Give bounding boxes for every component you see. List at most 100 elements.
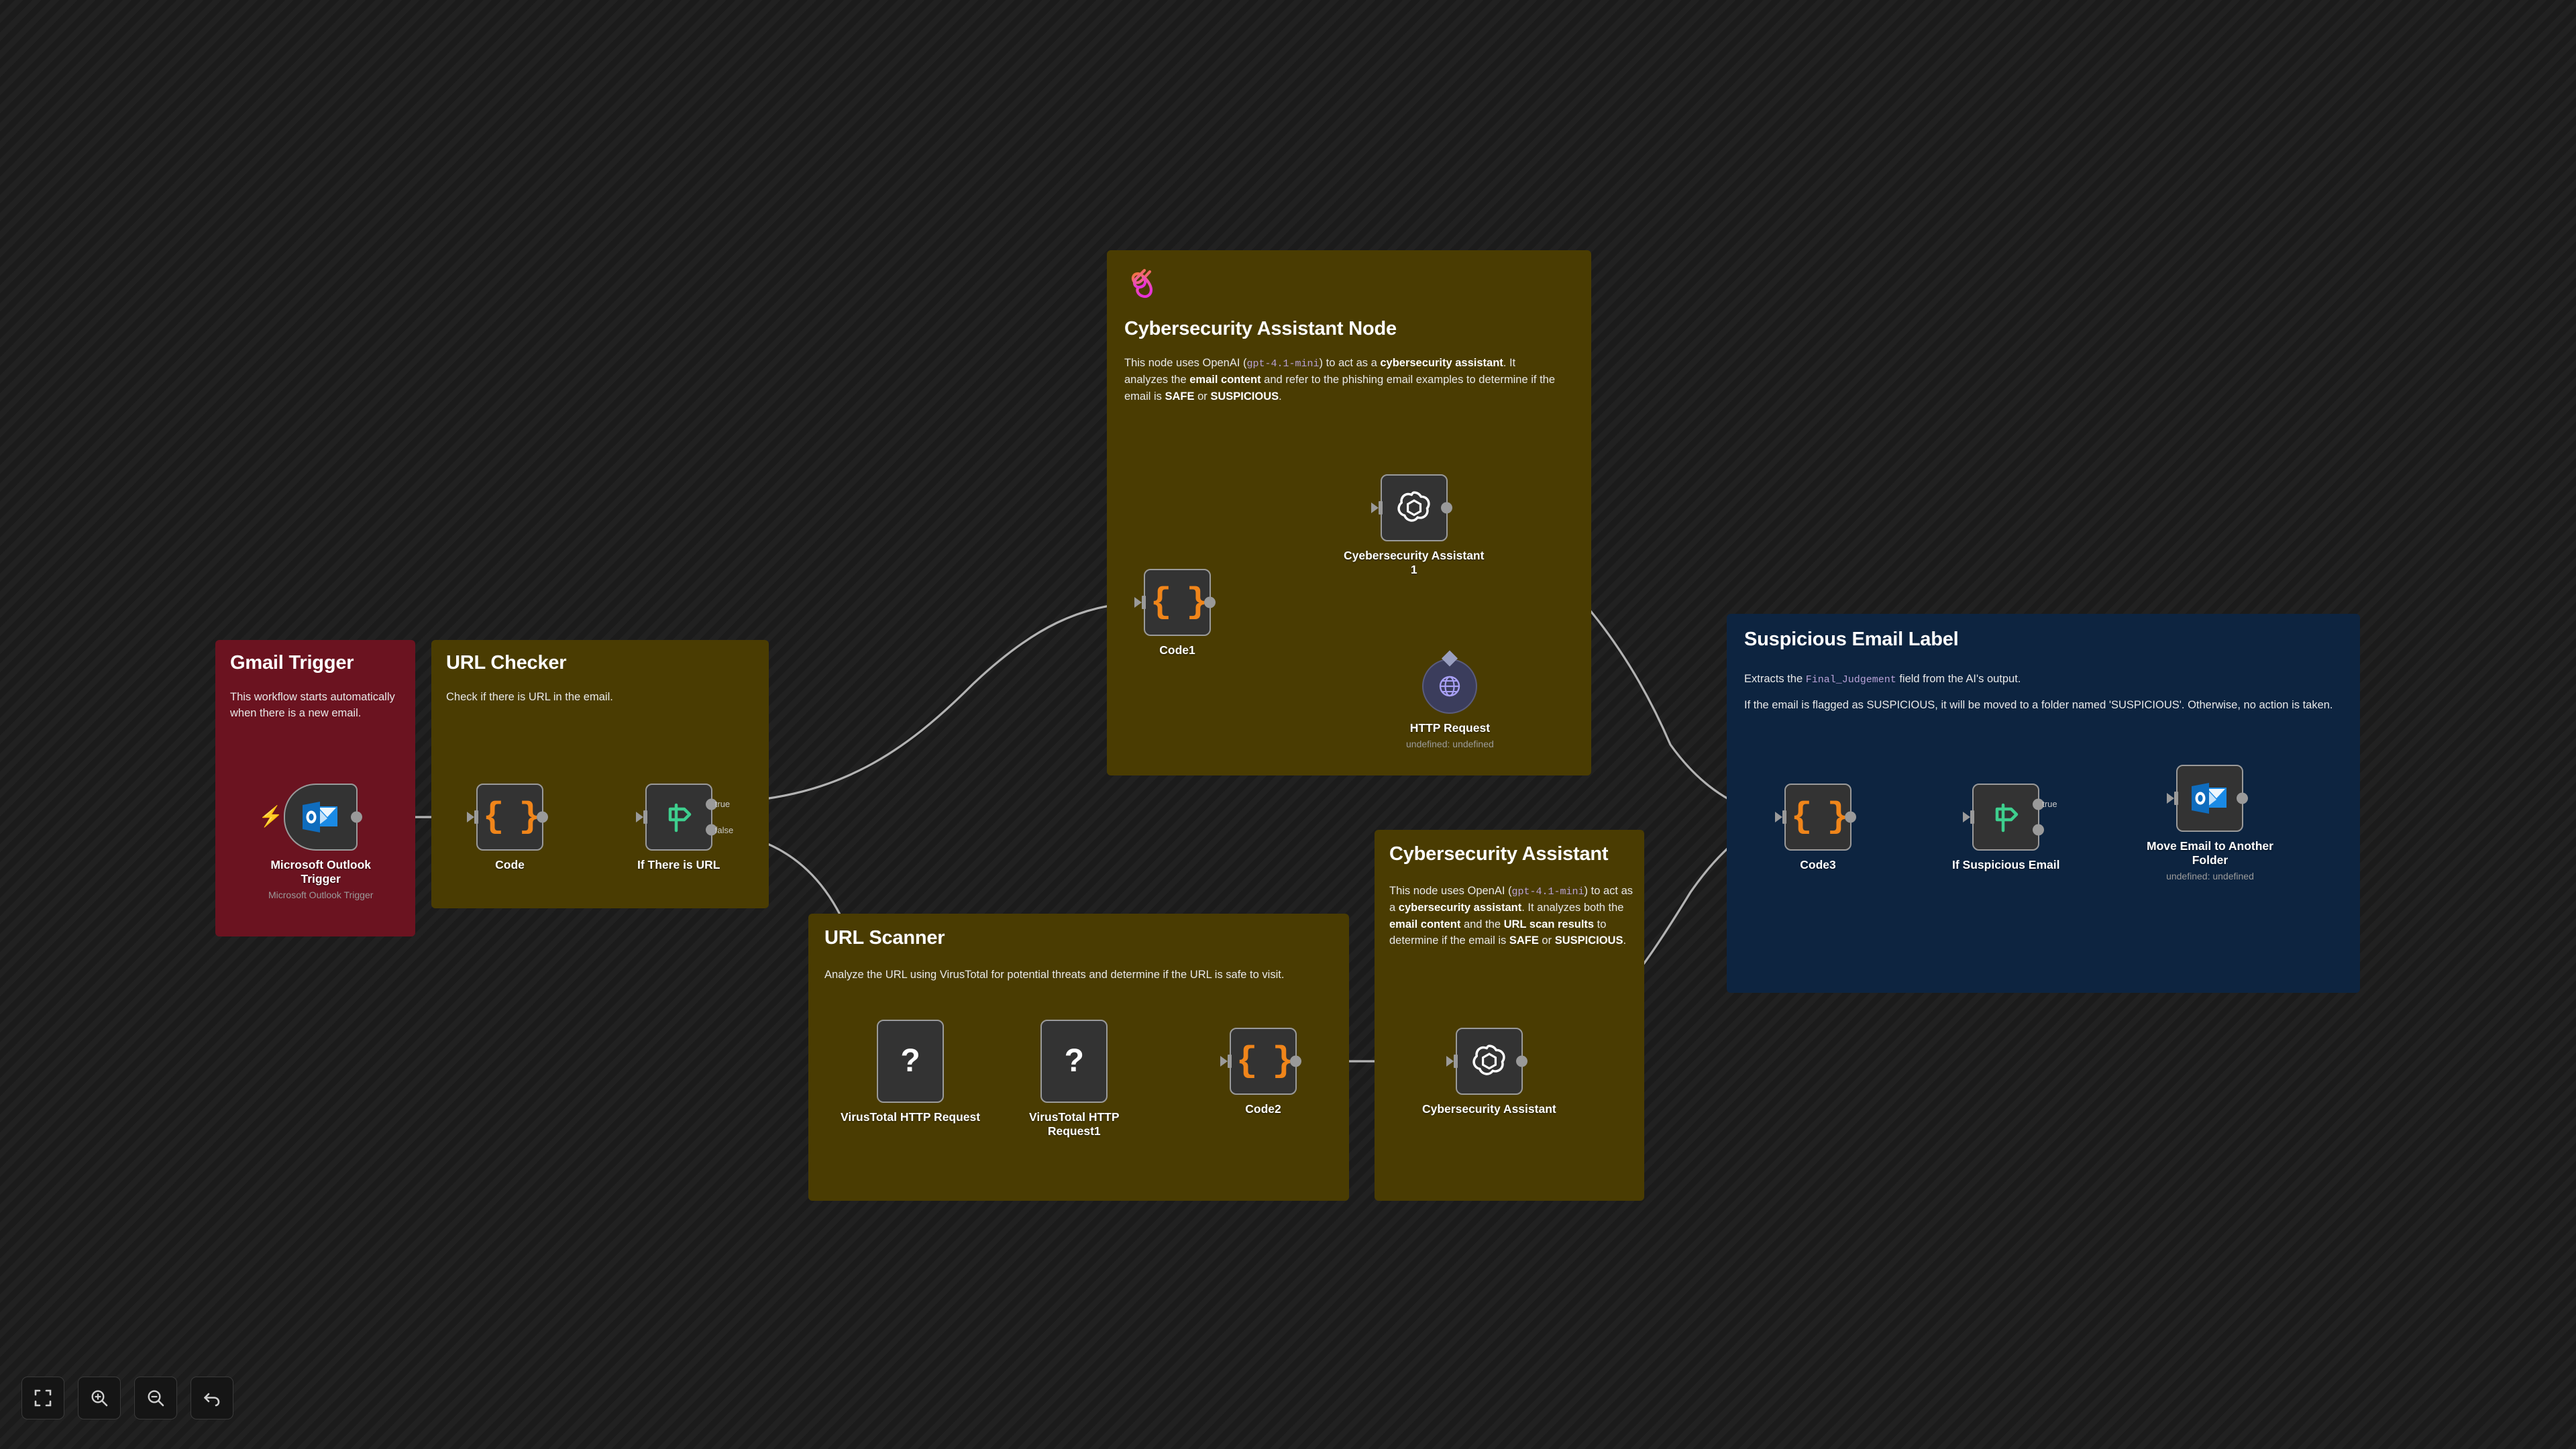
text-fragment: It analyzes both the [1527, 902, 1624, 914]
node-box[interactable]: { } [1220, 1028, 1301, 1095]
sticky-note-url-checker[interactable]: URL Checker Check if there is URL in the… [431, 640, 769, 908]
sticky-body: This node uses OpenAI (gpt-4.1-mini) to … [1389, 883, 1641, 949]
openai-icon [1397, 491, 1430, 522]
node-box[interactable]: ? [1040, 1020, 1108, 1103]
sticky-title: Gmail Trigger [230, 652, 354, 674]
node-label: Cybersecurity Assistant [1422, 1102, 1556, 1116]
node-label: If Suspicious Email [1952, 858, 2060, 871]
node-sublabel: Microsoft Outlook Trigger [268, 890, 374, 900]
undo-icon [204, 1393, 220, 1407]
sticky-note-gmail-trigger[interactable]: Gmail Trigger This workflow starts autom… [215, 640, 415, 936]
node-box[interactable] [1446, 1028, 1527, 1095]
sticky-body: This workflow starts automatically when … [230, 691, 395, 720]
output-port[interactable] [1440, 502, 1452, 514]
text-fragment: . [1521, 902, 1525, 914]
node-if-there-is-url[interactable]: true false If There is URL [635, 784, 733, 872]
node-label: HTTP Request [1409, 721, 1491, 735]
code-icon: { } [1236, 1040, 1293, 1081]
sticky-title: Cybersecurity Assistant [1389, 843, 1609, 865]
wire-if-true-to-code1 [724, 601, 1141, 804]
text-bold: URL scan results [1503, 918, 1595, 930]
output-port[interactable] [1204, 596, 1216, 608]
if-signpost-icon [1995, 803, 2019, 833]
node-move-email-to-another-folder[interactable]: Move Email to Another Folder undefined: … [2147, 765, 2273, 881]
node-cyebersecurity-assistant-1[interactable]: Cyebersecurity Assistant 1 [1344, 474, 1484, 577]
text-fragment: ) to act as a [1389, 885, 1633, 914]
node-code1[interactable]: { } Code1 [1134, 569, 1216, 657]
text-bold: SUSPICIOUS [1210, 390, 1279, 402]
brand-s-logo-icon [1131, 268, 1153, 299]
text-bold: email content [1189, 374, 1261, 386]
port-label-false: false [714, 824, 734, 835]
text-bold: SAFE [1165, 390, 1195, 402]
node-code[interactable]: { } Code [467, 784, 548, 872]
sticky-paragraph: If the email is flagged as SUSPICIOUS, i… [1744, 699, 2333, 712]
node-box[interactable]: { } [1775, 784, 1856, 851]
question-icon: ? [1064, 1043, 1084, 1079]
node-label: Cyebersecurity Assistant 1 [1344, 549, 1485, 576]
text-fragment: or [1538, 934, 1555, 947]
text-fragment: . [1279, 390, 1282, 402]
output-port[interactable] [537, 811, 548, 823]
node-cybersecurity-assistant[interactable]: Cybersecurity Assistant [1422, 1028, 1556, 1116]
canvas-toolbar [21, 1377, 233, 1419]
output-port[interactable] [1290, 1055, 1301, 1067]
node-code3[interactable]: { } Code3 [1775, 784, 1856, 872]
node-label: Microsoft Outlook Trigger [270, 858, 372, 885]
text-bold: SUSPICIOUS [1554, 934, 1623, 947]
node-box[interactable]: ? [877, 1020, 945, 1103]
zoom-out-button[interactable] [134, 1377, 177, 1419]
text-fragment: to determine if the email is [1389, 918, 1607, 947]
sticky-note-cybersecurity-assistant-node[interactable]: Cybersecurity Assistant Node This node u… [1107, 250, 1591, 775]
node-box[interactable]: ⚡ [258, 784, 363, 851]
zoom-in-icon [91, 1390, 108, 1407]
output-port[interactable] [1515, 1055, 1527, 1067]
output-port-false[interactable]: false [705, 824, 733, 836]
sticky-body: This node uses OpenAI (gpt-4.1-mini) to … [1124, 355, 1557, 405]
node-box[interactable] [2167, 765, 2249, 832]
text-bold: cybersecurity assistant [1380, 357, 1503, 369]
node-label: Move Email to Another Folder [2147, 839, 2273, 867]
zoom-in-button[interactable] [78, 1377, 121, 1419]
output-port[interactable] [1845, 811, 1856, 823]
node-code2[interactable]: { } Code2 [1220, 1028, 1301, 1116]
node-http-request[interactable]: HTTP Request undefined: undefined [1406, 650, 1494, 749]
output-port[interactable] [2237, 792, 2249, 804]
node-sublabel: undefined: undefined [2166, 871, 2254, 881]
output-port-false[interactable] [2033, 824, 2045, 836]
node-label: VirusTotal HTTP Request1 [1029, 1110, 1120, 1138]
output-port-true[interactable]: true [2033, 798, 2057, 810]
text-fragment: field from the AI's output. [1896, 673, 2021, 685]
sticky-note-cybersecurity-assistant[interactable]: Cybersecurity Assistant This node uses O… [1375, 830, 1644, 1201]
node-box[interactable]: { } [1134, 569, 1216, 636]
node-box[interactable]: true [1963, 784, 2057, 851]
node-virustotal-http-request1[interactable]: ? VirusTotal HTTP Request1 [1029, 1020, 1120, 1138]
node-if-suspicious-email[interactable]: true If Suspicious Email [1952, 784, 2059, 872]
text-fragment: . [1623, 934, 1627, 947]
text-fragment: This node uses OpenAI ( [1124, 357, 1247, 369]
port-label-true: true [2042, 799, 2057, 810]
node-box[interactable]: true false [635, 784, 733, 851]
question-icon: ? [900, 1043, 920, 1079]
reset-zoom-button[interactable] [191, 1377, 233, 1419]
text-fragment: This node uses OpenAI ( [1389, 885, 1512, 897]
sticky-title: Suspicious Email Label [1744, 629, 1959, 650]
output-port[interactable] [351, 811, 363, 823]
node-box[interactable]: { } [467, 784, 548, 851]
node-microsoft-outlook-trigger[interactable]: ⚡ Microsoft Outlook Trigger Microsoft Ou… [258, 784, 374, 900]
sticky-paragraph: Extracts the Final_Judgement field from … [1744, 671, 2345, 688]
node-virustotal-http-request[interactable]: ? VirusTotal HTTP Request [841, 1020, 980, 1124]
node-box[interactable] [1422, 650, 1478, 714]
node-label: If There is URL [637, 858, 720, 871]
text-fragment: ) to act as a [1319, 357, 1381, 369]
inline-code: Final_Judgement [1805, 674, 1896, 686]
code-icon: { } [1790, 796, 1848, 837]
sticky-title: URL Scanner [824, 927, 945, 949]
inline-code: gpt-4.1-mini [1511, 886, 1585, 898]
code-icon: { } [1150, 582, 1208, 623]
fit-to-view-button[interactable] [21, 1377, 64, 1419]
fit-screen-icon [34, 1389, 52, 1407]
node-box[interactable] [1371, 474, 1452, 541]
output-port-true[interactable]: true [705, 798, 730, 810]
